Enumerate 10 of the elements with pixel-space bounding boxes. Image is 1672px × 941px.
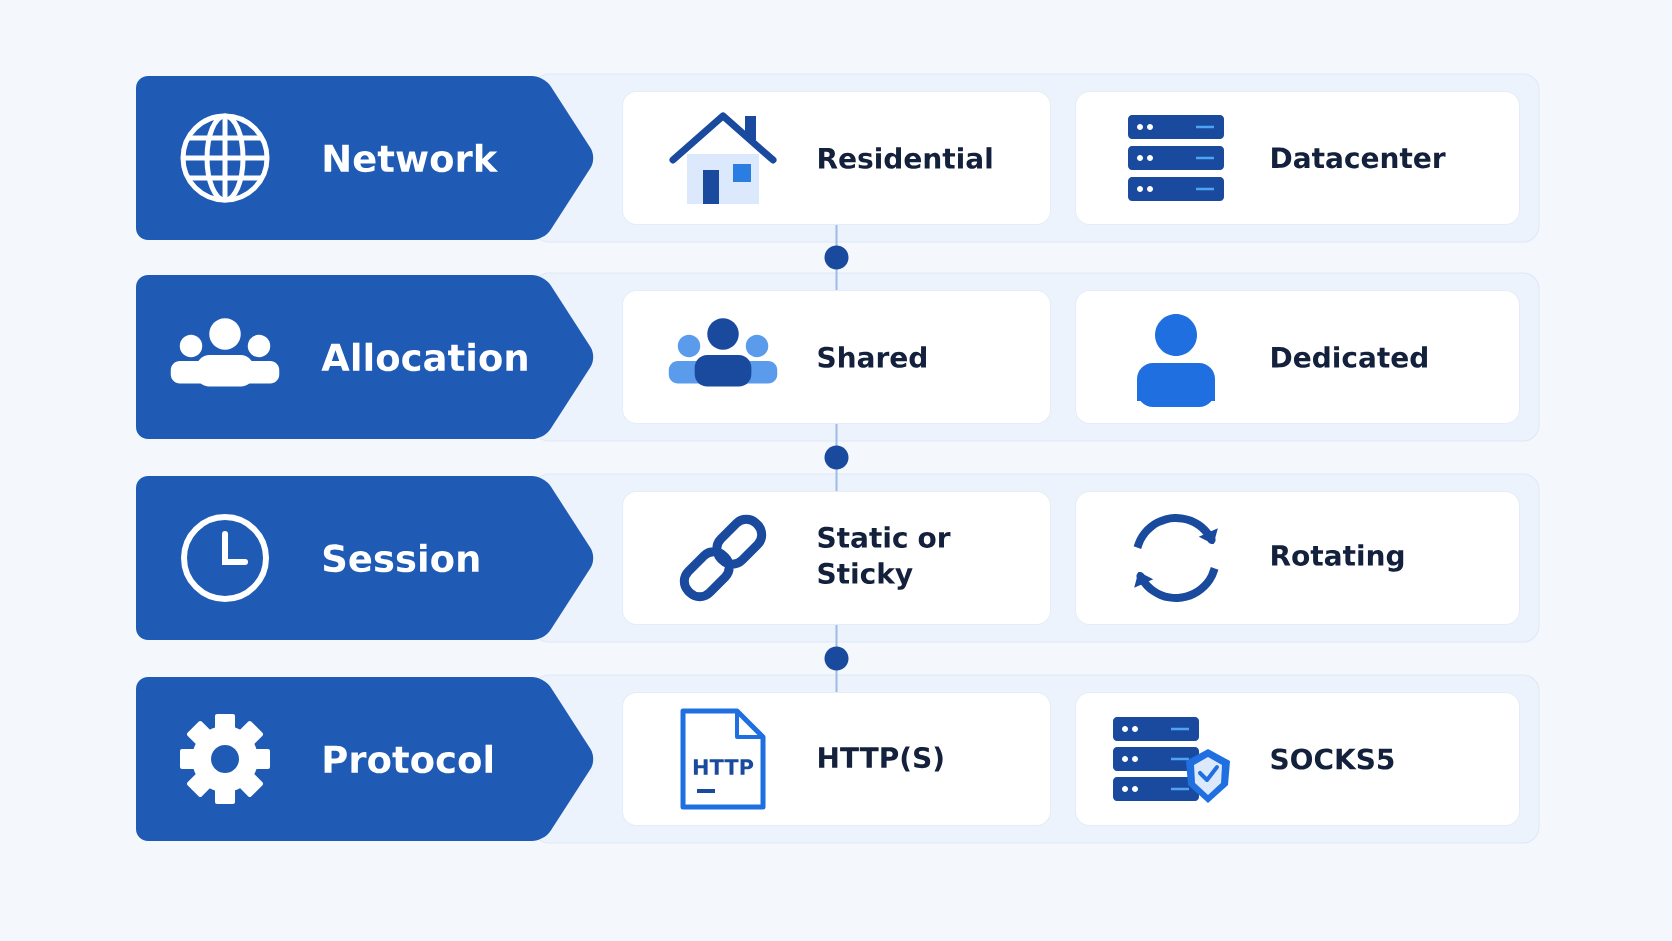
category-tab: Network <box>136 76 594 240</box>
option-card: Dedicated <box>1075 290 1520 424</box>
option-card: Static or Sticky <box>622 491 1051 625</box>
option-card: Shared <box>622 290 1051 424</box>
connector-line <box>824 423 849 492</box>
option-card: Rotating <box>1075 491 1520 625</box>
category-tab: Session <box>136 476 594 640</box>
connector-line <box>824 624 849 693</box>
option-card: Residential <box>622 91 1051 225</box>
connector-line <box>824 224 849 291</box>
